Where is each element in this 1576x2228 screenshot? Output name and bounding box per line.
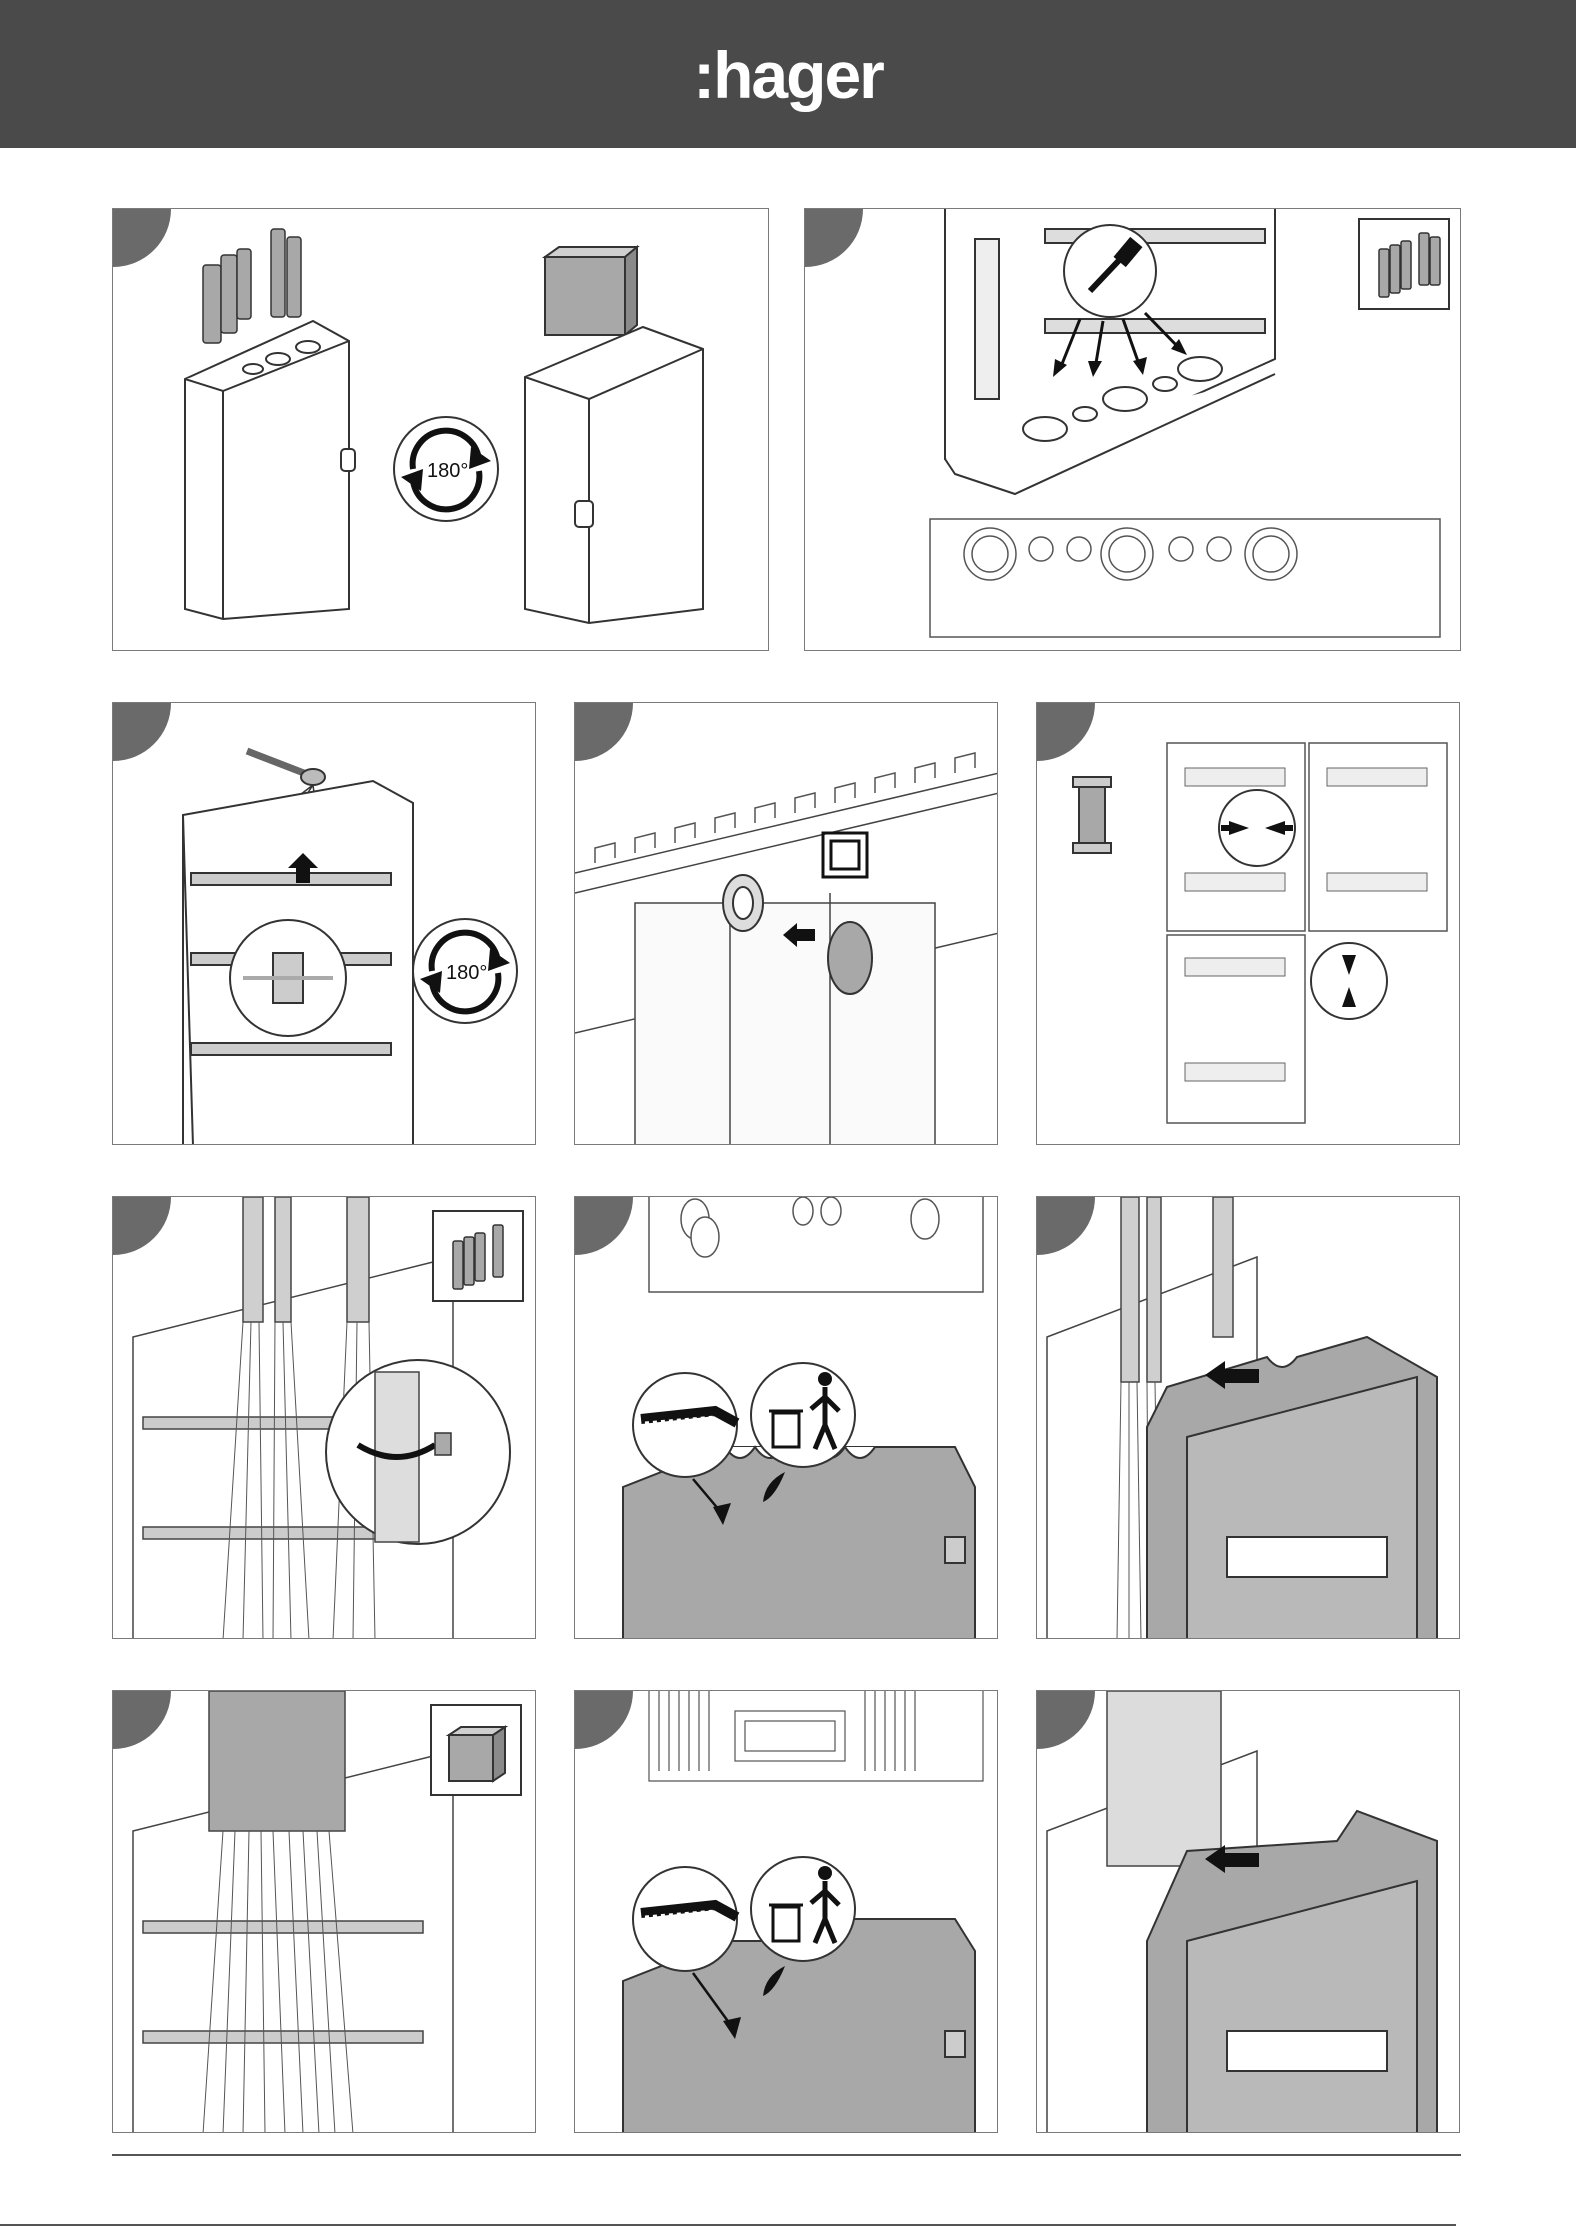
waste-bin-icon [751, 1363, 855, 1467]
step-3-illustration: 180° [113, 703, 536, 1145]
screw-icon [247, 751, 325, 785]
step-6-panel [112, 1196, 536, 1639]
step-2-illustration [805, 209, 1461, 651]
rotate-180-icon: 180° [413, 919, 517, 1023]
step-1-panel: 180° [112, 208, 769, 651]
rotate-label: 180° [427, 460, 468, 482]
footer-bottom-rule [0, 2224, 1456, 2226]
step-5-panel [1036, 702, 1460, 1145]
step-2-panel [804, 208, 1461, 651]
cable-tie-icon [326, 1360, 510, 1544]
rotate-label: 180° [446, 962, 487, 984]
footer-rule [112, 2154, 1461, 2156]
step-10-illustration [575, 1691, 998, 2133]
connector-clip-icon [1073, 777, 1111, 853]
cable-gland-set-icon [433, 1211, 523, 1301]
step-1-illustration: 180° [113, 209, 769, 651]
class-ii-double-square-icon [823, 833, 867, 877]
step-3-panel: 180° [112, 702, 536, 1145]
step-11-illustration [1037, 1691, 1460, 2133]
cable-gland-set-icon [1359, 219, 1449, 309]
step-10-panel [574, 1690, 998, 2133]
cut-pliers-icon [633, 1867, 737, 1971]
step-4-illustration [575, 703, 998, 1145]
step-4-panel [574, 702, 998, 1145]
step-9-panel [112, 1690, 536, 2133]
cable-gland-set-icon [203, 229, 301, 343]
step-11-panel [1036, 1690, 1460, 2133]
step-8-illustration [1037, 1197, 1460, 1639]
cable-duct-icon [431, 1705, 521, 1795]
step-9-illustration [113, 1691, 536, 2133]
step-7-illustration [575, 1197, 998, 1639]
press-together-icon [1219, 790, 1295, 866]
rotate-180-icon: 180° [394, 417, 498, 521]
step-5-illustration [1037, 703, 1460, 1145]
waste-bin-icon [751, 1857, 855, 1961]
cut-pliers-icon [633, 1373, 737, 1477]
blanking-plug-icon [828, 922, 872, 994]
page-header: :hager [0, 0, 1576, 148]
step-6-illustration [113, 1197, 536, 1639]
step-8-panel [1036, 1196, 1460, 1639]
cable-duct-icon [545, 247, 637, 335]
hager-logo: :hager [0, 30, 1576, 120]
step-7-panel [574, 1196, 998, 1639]
